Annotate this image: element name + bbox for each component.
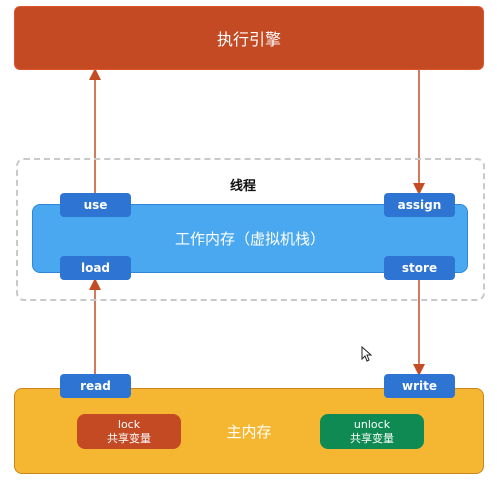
mouse-cursor-icon [361, 346, 373, 362]
write-op: write [384, 374, 455, 398]
read-op: read [60, 374, 131, 398]
assign-op-label: assign [397, 198, 442, 212]
load-op-label: load [80, 261, 111, 275]
read-op-label: read [80, 379, 111, 393]
lock-pill: lock 共享变量 [77, 414, 181, 449]
unlock-shared-var-label: 共享变量 [350, 431, 394, 445]
execution-engine-label: 执行引擎 [216, 30, 281, 49]
thread-label: 线程 [230, 179, 257, 194]
store-op: store [384, 256, 455, 280]
execution-engine-box: 执行引擎 [14, 6, 484, 70]
assign-op: assign [384, 193, 455, 217]
work-memory-label: 工作内存（虚拟机栈） [174, 230, 325, 248]
lock-shared-var-label: 共享变量 [107, 431, 151, 445]
use-op: use [60, 193, 131, 217]
use-op-label: use [83, 198, 108, 212]
load-op: load [60, 256, 131, 280]
unlock-pill: unlock 共享变量 [320, 414, 424, 449]
lock-label: lock [117, 417, 141, 431]
store-op-label: store [401, 261, 438, 275]
unlock-label: unlock [353, 417, 391, 431]
main-memory-label: 主内存 [226, 422, 272, 441]
thread-frame [16, 158, 485, 301]
write-op-label: write [402, 379, 437, 393]
